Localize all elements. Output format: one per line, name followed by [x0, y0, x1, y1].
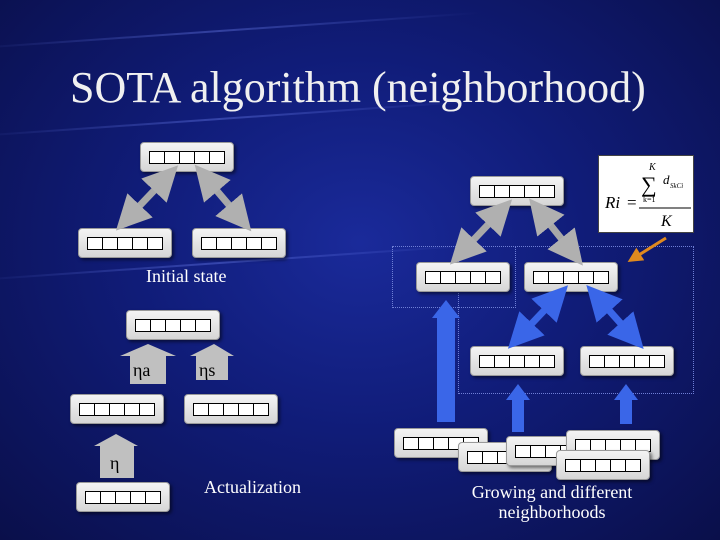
formula-summand-sub: SkCi	[670, 182, 683, 190]
cell-update-arrow	[94, 434, 138, 478]
growing-node-left	[416, 262, 510, 292]
gray-double-arrow	[449, 199, 513, 265]
formula-equals: =	[627, 193, 637, 212]
growing-node-child-left	[470, 346, 564, 376]
actualization-node-right	[184, 394, 278, 424]
growing-node-child-right	[580, 346, 674, 376]
caption-growing-line2: neighborhoods	[498, 502, 606, 522]
caption-growing-line1: Growing and different	[471, 482, 633, 502]
blue-input-arrow	[614, 384, 638, 424]
blue-input-arrow	[506, 384, 530, 432]
eta-cell-label: η	[110, 453, 120, 473]
caption-actualization: Actualization	[204, 477, 301, 497]
formula-upper-limit: K	[648, 162, 657, 173]
input-vector	[556, 450, 650, 480]
formula-graphic: Ri = K ∑ k=1 d SkCi K	[604, 162, 691, 230]
actualization-node-left	[70, 394, 164, 424]
tree-node-left	[78, 228, 172, 258]
gray-double-arrow	[529, 198, 583, 266]
orange-pointer-arrow	[627, 236, 667, 262]
gray-double-arrow	[115, 165, 179, 231]
blue-double-arrow	[586, 284, 644, 350]
resource-formula: Ri = K ∑ k=1 d SkCi K	[598, 155, 694, 233]
eta-sister-label: ηs	[199, 360, 216, 380]
formula-summand: d	[663, 172, 670, 187]
sister-update-arrow	[190, 344, 234, 380]
gray-double-arrow	[194, 164, 252, 232]
eta-ancestor-label: ηa	[133, 360, 151, 380]
caption-growing: Growing and different neighborhoods	[452, 482, 652, 522]
tree-node-right	[192, 228, 286, 258]
slide-title: SOTA algorithm (neighborhood)	[70, 63, 646, 112]
actualization-node-root	[126, 310, 220, 340]
blue-input-arrow	[432, 300, 460, 422]
blue-double-arrow	[507, 285, 569, 349]
formula-sum-symbol: ∑	[641, 172, 657, 197]
formula-lower-limit: k=1	[643, 195, 656, 204]
actualization-node-input	[76, 482, 170, 512]
formula-lhs: Ri	[604, 193, 620, 212]
caption-initial-state: Initial state	[146, 266, 227, 286]
ancestor-update-arrow	[120, 344, 176, 384]
formula-denominator: K	[660, 213, 673, 230]
